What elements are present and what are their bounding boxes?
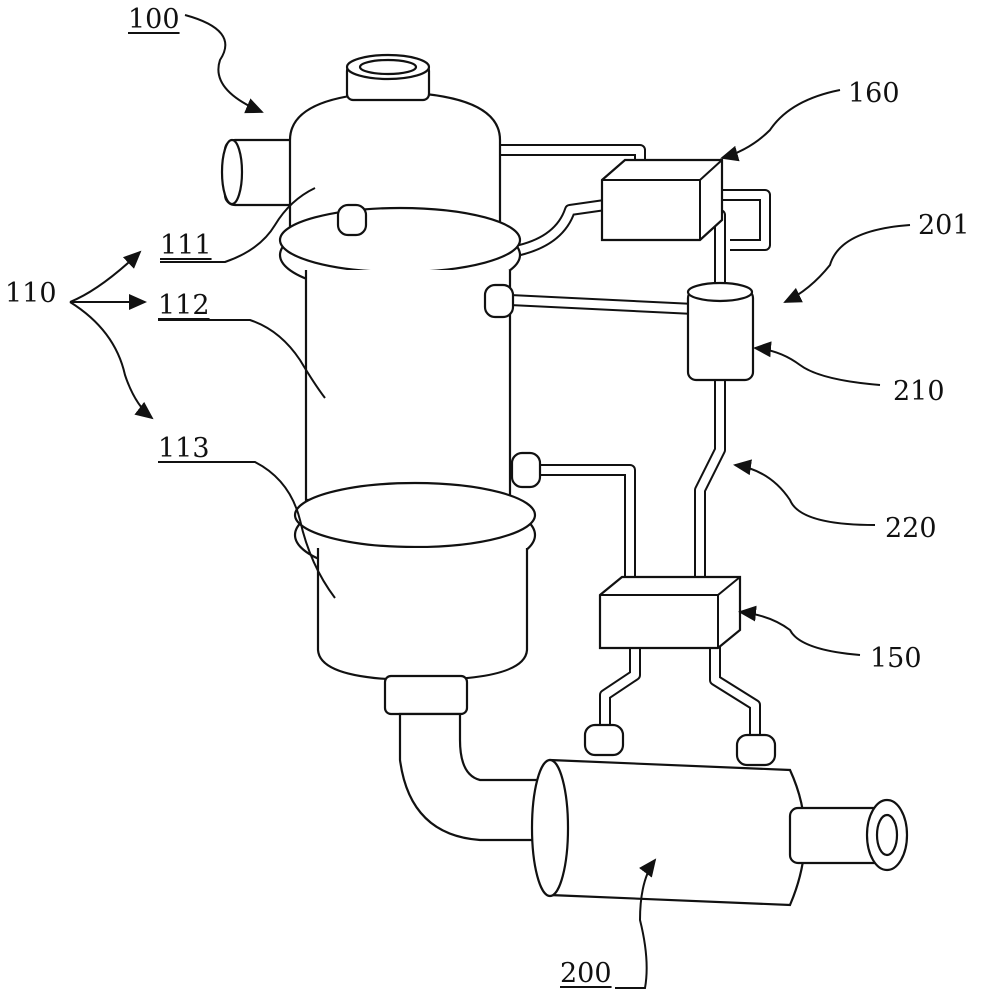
component-210: [686, 281, 755, 382]
label-111: 111: [160, 230, 212, 261]
label-100: 100: [128, 4, 180, 35]
label-150: 150: [870, 643, 922, 674]
elbow-pipe: [398, 712, 547, 842]
vessel-100: [220, 53, 542, 716]
label-200: 200: [560, 958, 612, 989]
label-201: 201: [918, 210, 970, 241]
label-220: 220: [885, 513, 937, 544]
muffler-200: [530, 723, 909, 907]
label-112: 112: [158, 290, 210, 321]
label-110: 110: [5, 278, 57, 309]
leader-lines: [69, 14, 911, 989]
box-160: [600, 158, 724, 242]
label-113: 113: [158, 433, 210, 464]
label-210: 210: [893, 376, 945, 407]
label-160: 160: [848, 78, 900, 109]
box-150: [598, 575, 742, 650]
